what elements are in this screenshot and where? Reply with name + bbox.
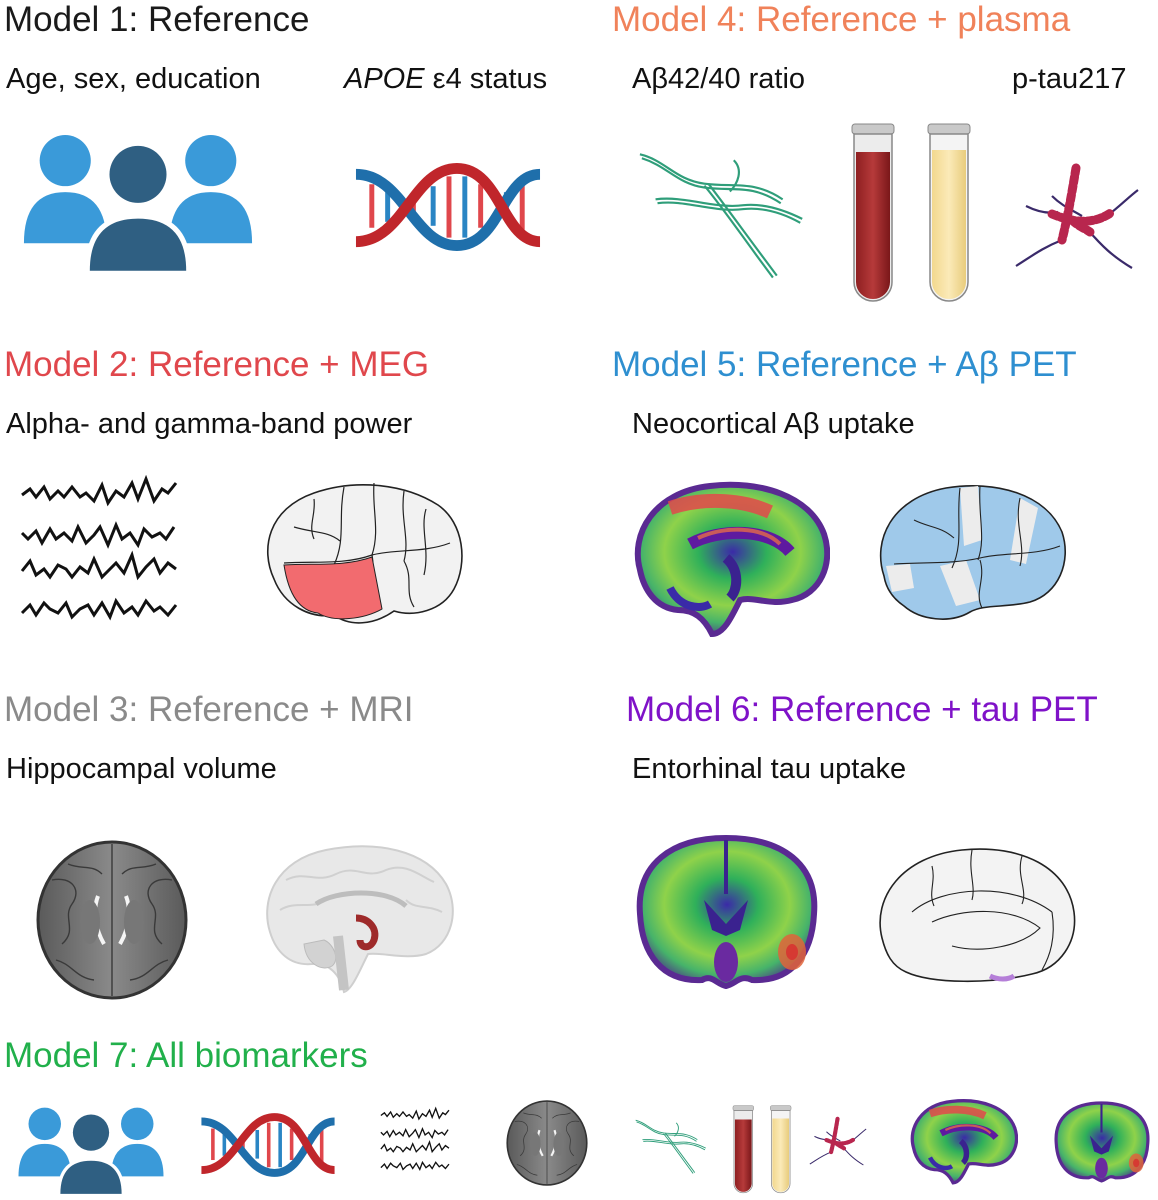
model-6-item-1-label: Entorhinal tau uptake [632, 753, 907, 785]
dna-icon [200, 1112, 336, 1178]
brain-entorhinal-icon [872, 842, 1082, 992]
amyloid-fibril-icon [636, 140, 812, 288]
model-3-title: Model 3: Reference + MRI [4, 690, 414, 729]
mri-axial-icon [32, 836, 192, 1004]
people-icon [20, 122, 256, 272]
brain-hippocampus-icon [256, 840, 456, 1000]
waveform-icon [20, 475, 210, 635]
model-7-title: Model 7: All biomarkers [4, 1036, 368, 1075]
model-4-title: Model 4: Reference + plasma [612, 0, 1071, 39]
waveform-icon [380, 1104, 464, 1180]
amyloid-fibril-icon [634, 1114, 710, 1178]
people-icon [16, 1100, 166, 1194]
gene-status: ε4 status [424, 63, 548, 95]
pet-sagittal-icon [908, 1096, 1018, 1186]
model-1-item-2-label: APOE ε4 status [344, 62, 547, 96]
model-2-item-1-label: Alpha- and gamma-band power [6, 408, 413, 440]
blood-tubes-icon [730, 1104, 794, 1194]
model-1-item-1-label: Age, sex, education [6, 63, 261, 95]
gene-name: APOE [344, 63, 425, 95]
model-6-title: Model 6: Reference + tau PET [626, 690, 1098, 729]
model-3-item-1-label: Hippocampal volume [6, 753, 277, 785]
model-5-title: Model 5: Reference + Aβ PET [612, 345, 1077, 384]
mri-axial-icon [504, 1098, 590, 1188]
dna-icon [354, 162, 542, 252]
pet-sagittal-icon [630, 478, 830, 638]
model-5-item-1-label: Neocortical Aβ uptake [632, 408, 915, 440]
model-4-item-1-label: Aβ42/40 ratio [632, 63, 806, 95]
tau-tangle-icon [808, 1112, 868, 1170]
pet-coronal-icon [1052, 1100, 1152, 1186]
model-1-title: Model 1: Reference [4, 0, 310, 39]
blood-tubes-icon [846, 122, 976, 302]
brain-neocortex-icon [870, 480, 1070, 630]
pet-coronal-icon [632, 834, 822, 994]
model-2-title: Model 2: Reference + MEG [4, 345, 430, 384]
tau-tangle-icon [1012, 156, 1142, 276]
brain-temporal-icon [254, 478, 474, 630]
model-4-item-3-label: p-tau217 [1012, 63, 1127, 95]
